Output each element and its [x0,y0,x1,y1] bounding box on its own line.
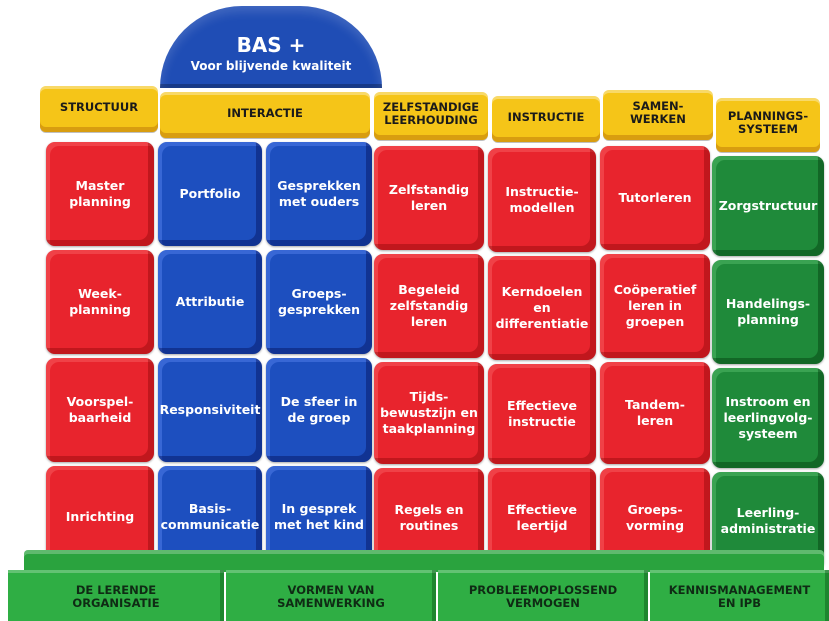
block-attributie: Attributie [158,250,262,354]
foundation-lerende-organisatie: DE LERENDE ORGANISATIE [8,570,224,621]
block-groepsgesprekken: Groeps- gesprekken [266,250,372,354]
block-master-planning: Master planning [46,142,154,246]
foundation-top [24,550,824,572]
header-interactie: INTERACTIE [160,92,370,138]
block-handelingsplanning: Handelings- planning [712,260,824,364]
block-instructiemodellen: Instructie- modellen [488,148,596,252]
block-zorgstructuur: Zorgstructuur [712,156,824,256]
block-zelfstandig-leren: Zelfstandig leren [374,146,484,250]
block-gesprekken-met-ouders: Gesprekken met ouders [266,142,372,246]
block-instroom-leerlingvolgsysteem: Instroom en leerlingvolg- systeem [712,368,824,468]
block-tutorleren: Tutorleren [600,146,710,250]
block-tijdsbewustzijn: Tijds- bewustzijn en taakplanning [374,362,484,464]
block-portfolio: Portfolio [158,142,262,246]
block-sfeer-in-de-groep: De sfeer in de groep [266,358,372,462]
foundation-kennismanagement: KENNISMANAGEMENT EN IPB [650,570,829,621]
header-planningssysteem: PLANNINGS- SYSTEEM [716,98,820,152]
block-tandemleren: Tandem- leren [600,362,710,464]
block-effectieve-instructie: Effectieve instructie [488,364,596,464]
block-week-planning: Week- planning [46,250,154,354]
header-instructie: INSTRUCTIE [492,96,600,142]
foundation-probleemoplossend-vermogen: PROBLEEMOPLOSSEND VERMOGEN [438,570,648,621]
dome-subtitle: Voor blijvende kwaliteit [190,59,352,73]
block-begeleid-zelfstandig-leren: Begeleid zelfstandig leren [374,254,484,358]
block-kerndoelen: Kerndoelen en differentiatie [488,256,596,360]
dome-title: BAS + [236,33,306,57]
block-voorspelbaarheid: Voorspel- baarheid [46,358,154,462]
header-samenwerken: SAMEN- WERKEN [603,90,713,140]
header-zelfstandige-leerhouding: ZELFSTANDIGE LEERHOUDING [374,92,488,140]
foundation-vormen-van-samenwerking: VORMEN VAN SAMENWERKING [226,570,436,621]
block-responsiviteit: Responsiviteit [158,358,262,462]
header-structuur: STRUCTUUR [40,86,158,132]
bas-dome: BAS + Voor blijvende kwaliteit [160,6,382,88]
block-cooperatief-leren: Coöperatief leren in groepen [600,254,710,358]
